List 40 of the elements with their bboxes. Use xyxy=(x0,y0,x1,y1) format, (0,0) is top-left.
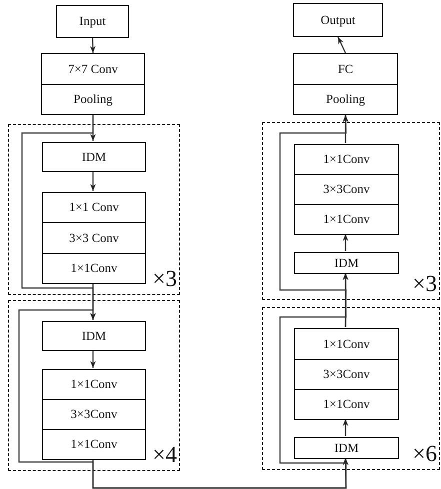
layer-box: 1×1Conv xyxy=(42,429,146,460)
layer-box: IDM xyxy=(42,321,146,351)
layer-box: 3×3Conv xyxy=(294,359,399,390)
layer-box: Pooling xyxy=(293,84,398,115)
layer-box: Output xyxy=(293,3,383,37)
layer-box: Input xyxy=(56,5,129,38)
layer-box: 3×3Conv xyxy=(294,174,399,205)
layer-box: 3×3Conv xyxy=(42,399,146,430)
arrow xyxy=(342,115,348,143)
layer-box: 7×7 Conv xyxy=(41,53,145,85)
repeat-count: ×3 xyxy=(152,267,177,290)
dashed-group xyxy=(8,300,180,471)
layer-box: 1×1Conv xyxy=(294,328,399,360)
dashed-group xyxy=(8,124,180,295)
arrow xyxy=(90,171,96,191)
repeat-count: ×4 xyxy=(152,443,177,466)
layer-box: IDM xyxy=(42,142,146,172)
dashed-group xyxy=(262,122,440,300)
layer-box: Pooling xyxy=(41,84,145,115)
layer-box: IDM xyxy=(294,437,399,459)
arrow xyxy=(279,114,348,327)
layer-box: 1×1Conv xyxy=(42,369,146,400)
layer-box: FC xyxy=(293,53,398,85)
layer-box: 1×1Conv xyxy=(294,144,399,175)
arrow xyxy=(90,350,96,368)
repeat-count: ×6 xyxy=(412,442,437,465)
layer-box: 1×1Conv xyxy=(294,389,399,420)
arrow xyxy=(342,234,348,251)
repeat-count: ×3 xyxy=(412,272,437,295)
arrow xyxy=(92,273,348,489)
layer-box: 1×1 Conv xyxy=(42,192,146,223)
layer-box: 3×3 Conv xyxy=(42,222,146,254)
arrow xyxy=(342,419,348,436)
arrow xyxy=(21,115,96,320)
layer-box: 1×1Conv xyxy=(294,204,399,235)
arrow xyxy=(337,36,346,54)
layer-box: 1×1Conv xyxy=(42,253,146,284)
arrow xyxy=(90,38,96,54)
layer-box: IDM xyxy=(294,252,399,274)
dashed-group xyxy=(262,307,440,470)
